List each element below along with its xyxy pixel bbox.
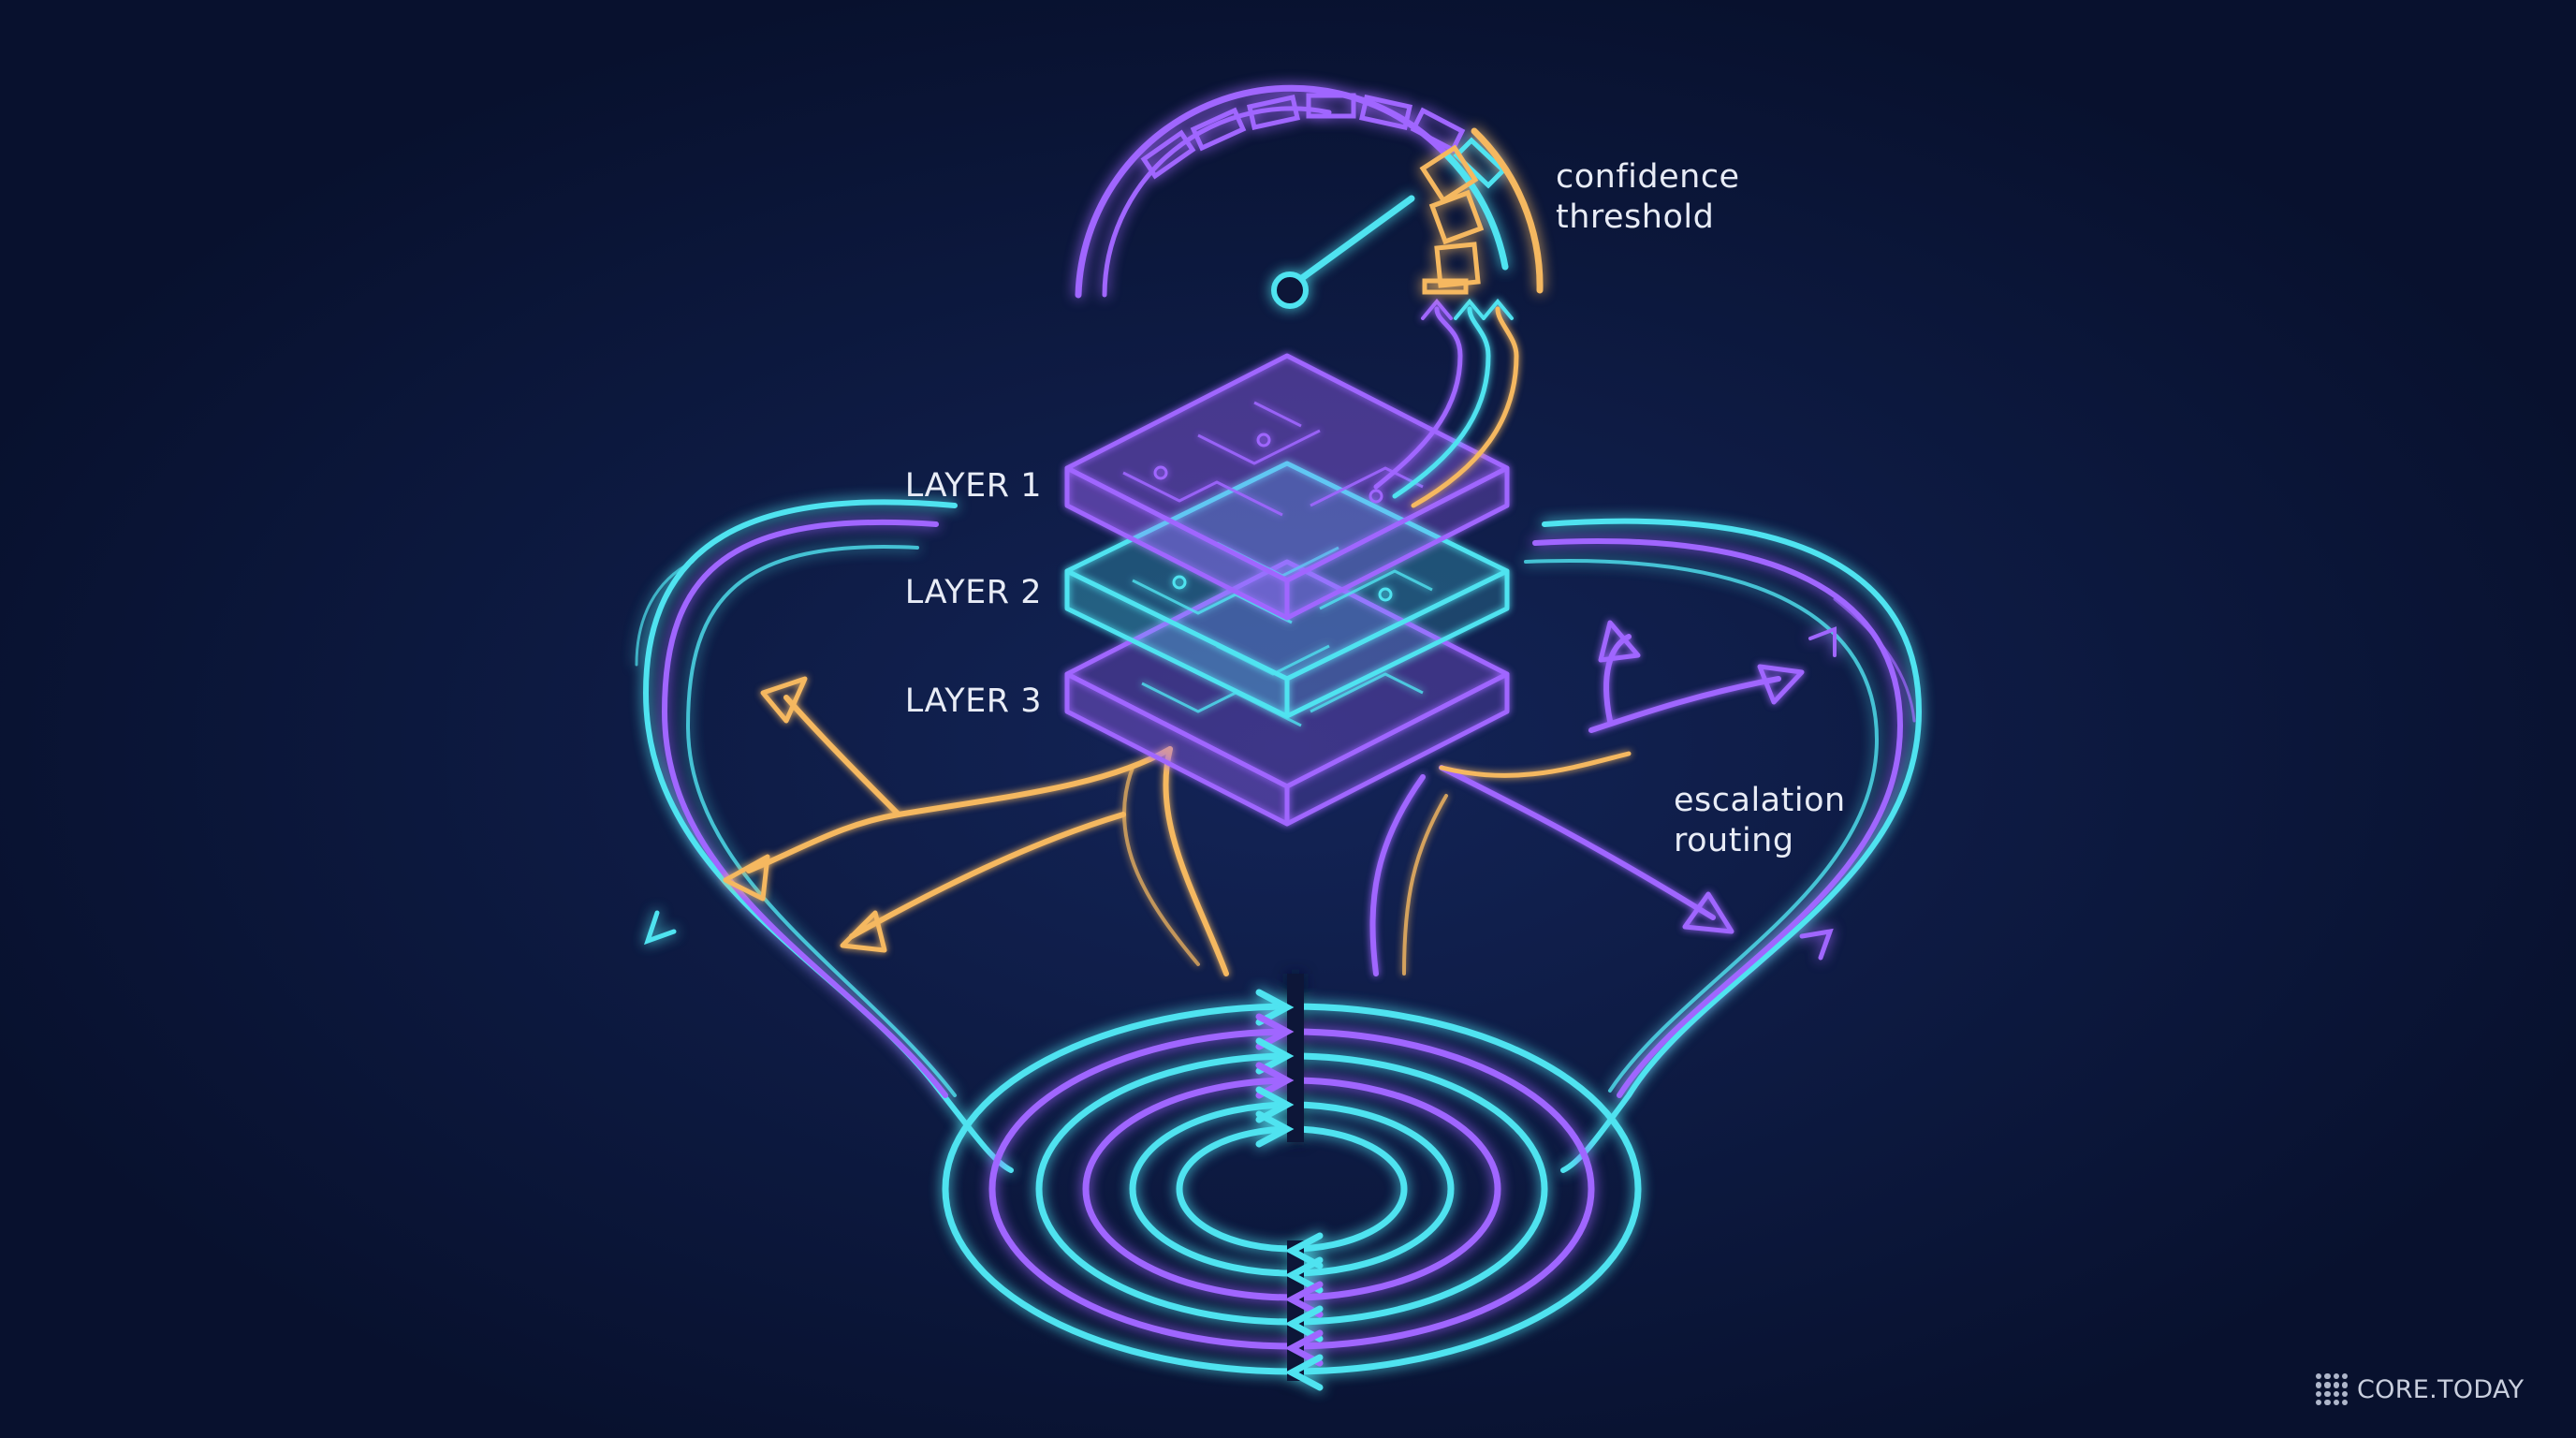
layer-3-label: LAYER 3: [904, 682, 1042, 720]
feedback-spiral-loop: [942, 974, 1642, 1391]
escalation-label-line-2: routing: [1674, 822, 1794, 859]
layer-2-label: LAYER 2: [904, 574, 1042, 611]
confidence-label-line-1: confidence: [1556, 158, 1740, 196]
brand-watermark: CORE.TODAY: [2316, 1372, 2524, 1406]
brand-logo-icon: [2316, 1373, 2348, 1405]
confidence-threshold-label: confidence threshold: [1556, 157, 1740, 238]
layer-1-plate: [1064, 353, 1510, 621]
stacked-layers: [1064, 353, 1510, 827]
gauge-feed-lines: [1373, 298, 1519, 508]
confidence-label-line-2: threshold: [1556, 198, 1715, 236]
left-branch-arrows: [723, 676, 1229, 976]
right-branch-arrows: [1369, 620, 1805, 976]
confidence-gauge-icon: [1075, 84, 1544, 309]
brand-name: CORE.TODAY: [2357, 1374, 2525, 1404]
escalation-routing-label: escalation routing: [1674, 781, 1846, 861]
escalation-label-line-1: escalation: [1674, 782, 1846, 819]
layer-1-label: LAYER 1: [904, 467, 1042, 505]
outer-flow-loops: [635, 499, 1923, 1173]
